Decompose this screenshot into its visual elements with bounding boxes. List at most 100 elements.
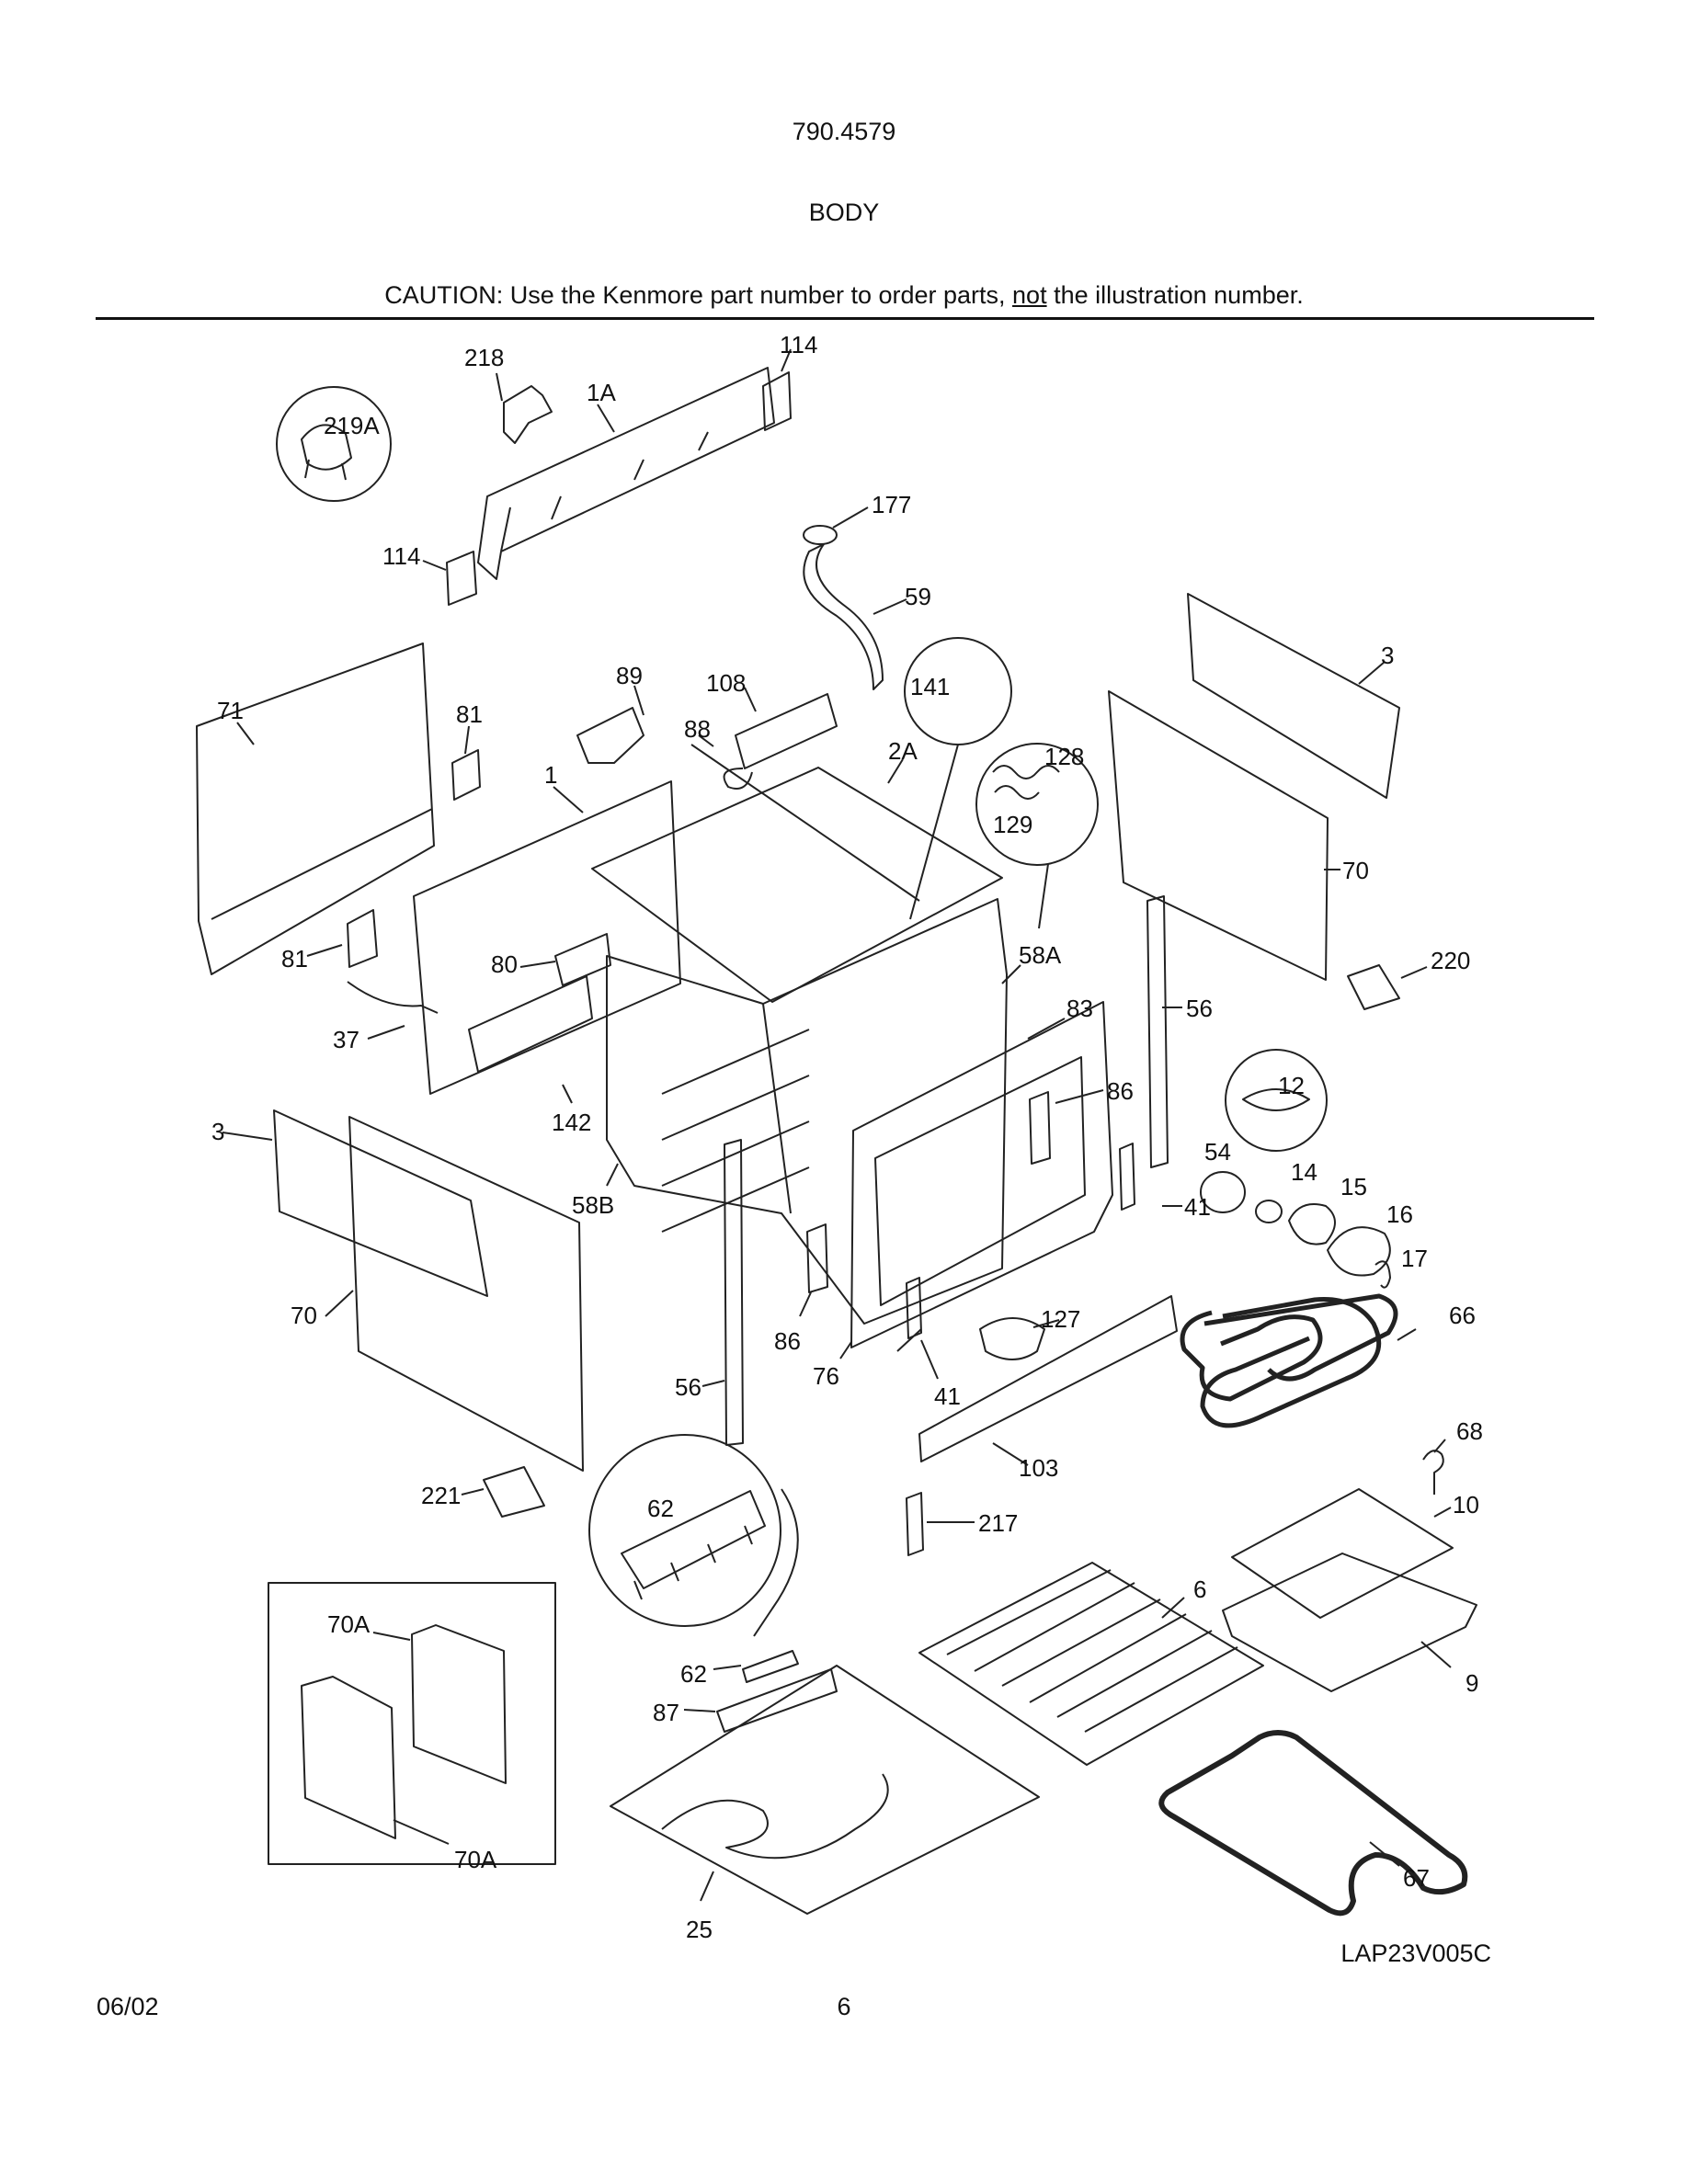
caution-text-end: the illustration number. [1046, 281, 1304, 309]
callout-127: 127 [1041, 1305, 1080, 1333]
callout-arrow-141 [909, 744, 959, 920]
lamp-15-drawing [1288, 1203, 1336, 1246]
drawing-code: LAP23V005C [1340, 1939, 1491, 1967]
callout-86-right: 86 [1107, 1077, 1134, 1105]
callout-9: 9 [1466, 1669, 1478, 1697]
callout-25: 25 [686, 1916, 713, 1943]
rear-channel-1A-drawing [477, 367, 775, 580]
callout-141: 141 [910, 673, 950, 700]
callout-89: 89 [616, 662, 643, 689]
gasket-14-drawing [1255, 1200, 1283, 1223]
caution-note: CAUTION: Use the Kenmore part number to … [0, 281, 1688, 310]
rear-panel-3-left-drawing [273, 1109, 488, 1297]
rod-88-drawing [690, 744, 920, 902]
vent-trim-103-drawing [918, 1295, 1178, 1462]
bracket-220-drawing [1347, 964, 1400, 1010]
rear-panel-3-right-drawing [1187, 593, 1400, 799]
callout-142: 142 [552, 1109, 591, 1136]
callout-56-right: 56 [1186, 995, 1213, 1022]
callout-221: 221 [421, 1482, 461, 1509]
callout-103: 103 [1019, 1454, 1058, 1482]
header-divider [96, 317, 1594, 320]
callout-108: 108 [706, 669, 746, 697]
inset-box-70A [268, 1582, 556, 1865]
front-frame-83-drawing [850, 1001, 1113, 1348]
callout-62-circle: 62 [647, 1495, 674, 1522]
callout-41-left: 41 [934, 1382, 961, 1410]
oven-rack-6-drawing [918, 1562, 1264, 1766]
harness-37-drawing [347, 981, 439, 1014]
thermostat-219A-drawing [301, 424, 352, 481]
detail-circle-128-129 [975, 743, 1099, 866]
bracket-127-drawing [979, 1317, 1045, 1360]
strike-41-left-drawing [906, 1277, 922, 1339]
callout-54: 54 [1204, 1138, 1231, 1166]
callout-129: 129 [993, 811, 1032, 838]
bracket-114-top-drawing [762, 371, 792, 431]
callout-14: 14 [1291, 1158, 1317, 1186]
callout-76: 76 [813, 1362, 839, 1390]
detail-circle-62 [588, 1434, 781, 1627]
callout-37: 37 [333, 1026, 359, 1053]
detail-circle-219A [276, 386, 392, 502]
bracket-114-left-drawing [446, 551, 477, 606]
callout-56-left: 56 [675, 1373, 701, 1401]
callout-1A: 1A [587, 379, 616, 406]
callout-16: 16 [1386, 1200, 1413, 1228]
detail-circle-12 [1225, 1049, 1328, 1152]
callout-arrow-128 [1038, 863, 1049, 929]
broil-element-66-drawing [1180, 1293, 1398, 1402]
strike-41-right-drawing [1119, 1143, 1135, 1211]
callout-arrow-62 [753, 1488, 799, 1637]
callout-58B: 58B [572, 1191, 614, 1219]
callout-67: 67 [1403, 1864, 1430, 1892]
callout-6: 6 [1193, 1575, 1206, 1603]
callout-3-right: 3 [1381, 642, 1394, 669]
callout-219A: 219A [324, 412, 380, 439]
callout-88: 88 [684, 715, 711, 743]
panel-70A-back-drawing [411, 1624, 507, 1784]
callout-68: 68 [1456, 1417, 1483, 1445]
bracket-81-top-drawing [451, 749, 481, 801]
bracket-80-drawing [554, 933, 611, 986]
section-title: BODY [808, 199, 880, 226]
callout-218: 218 [464, 344, 504, 371]
callout-62: 62 [680, 1660, 707, 1688]
callout-70-right: 70 [1342, 857, 1369, 884]
footer-date: 06/02 [97, 1993, 159, 2020]
callout-71: 71 [217, 697, 244, 724]
oven-cavity-drawing [606, 898, 1008, 1325]
clip-17-drawing [1374, 1260, 1391, 1289]
callout-1: 1 [544, 761, 557, 789]
broil-pan-insert-10-drawing [1231, 1488, 1454, 1619]
caution-text-start: CAUTION: Use the Kenmore part number to … [384, 281, 1013, 309]
hinge-86-right-drawing [1029, 1091, 1051, 1165]
callout-15: 15 [1340, 1173, 1367, 1200]
lamp-socket-12-drawing [1242, 1088, 1310, 1111]
top-panel-2A-drawing [591, 767, 1003, 1003]
trim-56-left-drawing [724, 1139, 744, 1446]
callout-70-left: 70 [291, 1302, 317, 1329]
bracket-218-drawing [503, 385, 553, 444]
rear-panel-70-right-drawing [1108, 690, 1329, 981]
bracket-89-drawing [576, 707, 644, 764]
page-number: 6 [837, 1993, 851, 2020]
callout-17: 17 [1401, 1245, 1428, 1272]
callout-80: 80 [491, 950, 518, 978]
trim-56-right-drawing [1146, 895, 1169, 1168]
callout-41-right: 41 [1184, 1193, 1211, 1221]
gasket-177-drawing [803, 525, 838, 545]
callout-83: 83 [1066, 995, 1093, 1022]
panel-70A-front-drawing [301, 1676, 396, 1839]
shield-217-drawing [906, 1492, 924, 1556]
callout-86-left: 86 [774, 1327, 801, 1355]
rear-panel-70-left-drawing [348, 1116, 584, 1472]
lens-16-drawing [1327, 1226, 1391, 1277]
callout-2A: 2A [888, 737, 918, 765]
callout-114-left: 114 [382, 542, 420, 570]
fan-108-drawing [723, 693, 838, 790]
insulation-1-drawing [413, 780, 681, 1095]
callout-59: 59 [905, 583, 931, 610]
lamp-housing-54-drawing [1200, 1171, 1246, 1213]
bracket-142-drawing [468, 975, 593, 1073]
